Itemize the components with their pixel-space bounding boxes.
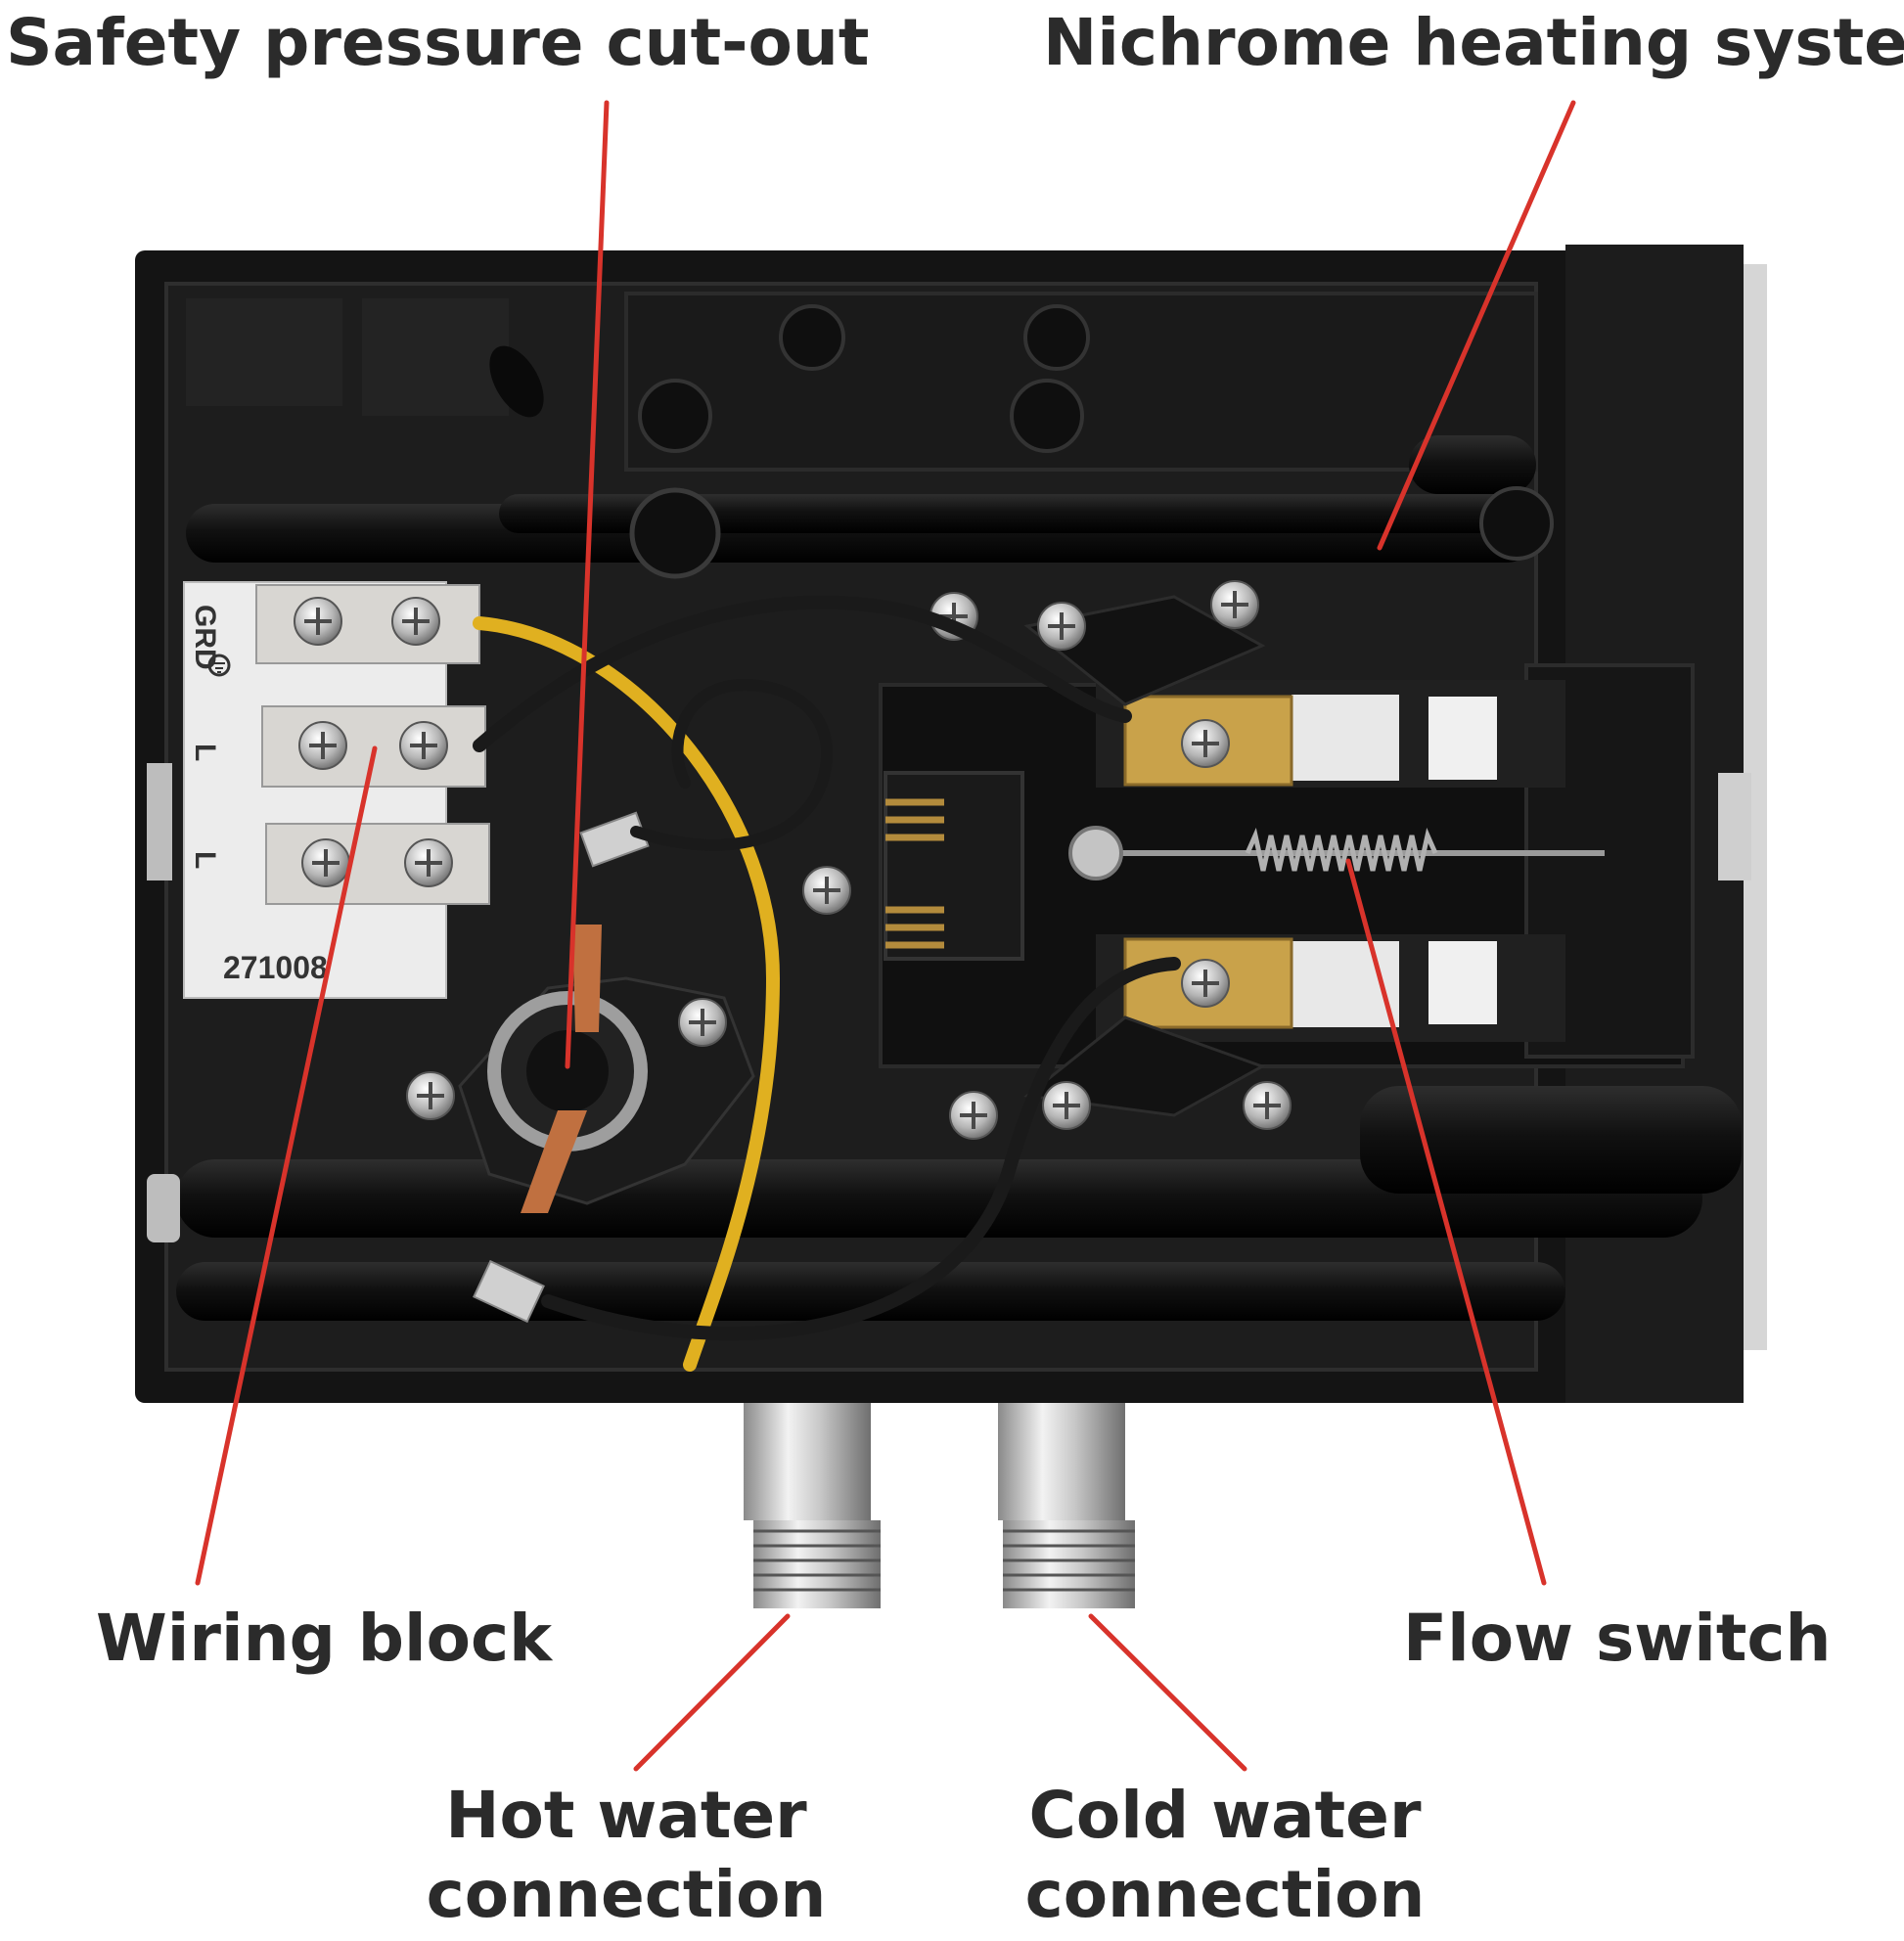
screw-icon [406, 1071, 455, 1120]
screw-icon [1037, 602, 1086, 651]
safety-pressure-cutout [406, 811, 755, 1324]
label-flow-switch: Flow switch [1403, 1601, 1832, 1676]
screw-icon [1181, 959, 1230, 1008]
screw-icon [301, 838, 350, 887]
label-hot-water-connection: Hot water connection [391, 1777, 861, 1934]
leader-hot-water [633, 1613, 791, 1772]
label-nichrome-heating-system: Nichrome heating system [1043, 5, 1904, 80]
screw-icon [1210, 580, 1259, 629]
wiring-block: GRD L L 271008 [183, 581, 490, 999]
leader-lines [195, 100, 1576, 1772]
part-number: 271008 [223, 950, 328, 985]
screw-icon [298, 721, 347, 770]
leader-cold-water [1088, 1613, 1247, 1772]
label-cold-water-line2: connection [1024, 1856, 1426, 1932]
screw-icon [294, 597, 342, 646]
screw-icon [1042, 1081, 1091, 1130]
ground-mark: GRD [189, 605, 221, 670]
label-cold-water-line1: Cold water [1028, 1778, 1422, 1853]
leader-wiring-block [195, 745, 378, 1586]
screw-icon [1181, 719, 1230, 768]
leader-flow-switch [1345, 858, 1547, 1586]
screw-icon [404, 838, 453, 887]
label-hot-water-line1: Hot water [445, 1778, 807, 1853]
cold-water-connection [998, 1403, 1135, 1608]
flow-switch [802, 580, 1695, 1140]
screw-icon [1243, 1081, 1292, 1130]
screw-icon [399, 721, 448, 770]
label-safety-pressure-cutout: Safety pressure cut-out [6, 5, 870, 80]
line-mark-1: L [189, 744, 221, 761]
spring-icon [1245, 828, 1438, 872]
hot-water-connection [744, 1403, 881, 1608]
line-mark-2: L [189, 851, 221, 869]
leader-nichrome [1377, 100, 1576, 551]
label-cold-water-connection: Cold water connection [980, 1777, 1470, 1934]
screw-icon [391, 597, 440, 646]
wires [473, 595, 1181, 1372]
screw-icon [678, 998, 727, 1047]
screw-icon [802, 866, 851, 915]
screw-icon [949, 1091, 998, 1140]
ground-symbol-icon [207, 654, 231, 677]
label-hot-water-line2: connection [426, 1856, 827, 1932]
leader-safety-cutout [565, 100, 610, 1069]
label-wiring-block: Wiring block [96, 1601, 553, 1676]
